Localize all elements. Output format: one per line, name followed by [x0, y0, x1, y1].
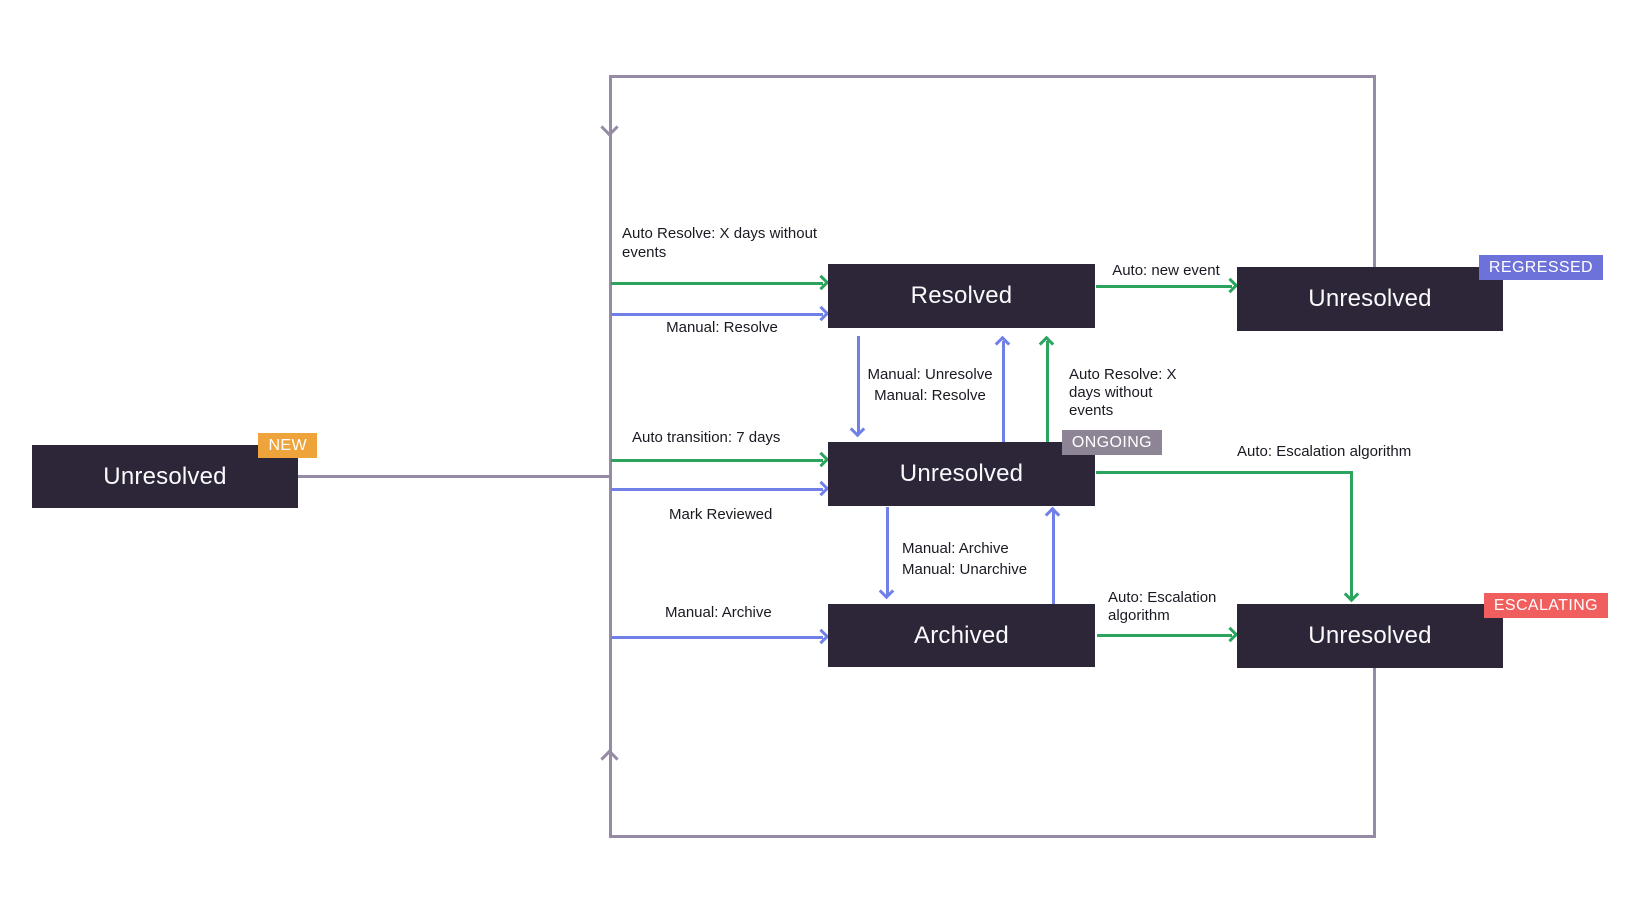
loop-down-arrowhead: [600, 118, 619, 137]
arrowhead: [878, 583, 895, 600]
arrowhead: [1038, 335, 1055, 352]
arrowhead: [994, 335, 1011, 352]
edge-label-auto-escalation-archived: Auto: Escalation algorithm: [1108, 589, 1217, 624]
node-label: Unresolved: [1308, 285, 1432, 312]
node-unresolved-new: Unresolved NEW: [32, 433, 317, 508]
arrowhead: [1222, 626, 1239, 643]
arrowhead: [813, 451, 830, 468]
node-unresolved-regressed: Unresolved REGRESSED: [1237, 255, 1603, 331]
node-label: Unresolved: [1308, 622, 1432, 649]
arrowhead: [813, 628, 830, 645]
loop-left-line: [609, 75, 612, 837]
loop-right-bottom-line: [1373, 667, 1376, 838]
regressed-badge: REGRESSED: [1478, 255, 1603, 280]
edge-auto-escalation-ongoing-hline: [1096, 471, 1353, 474]
loop-up-arrowhead: [600, 749, 619, 768]
edge-auto-escalation-ongoing-vline: [1350, 471, 1353, 599]
arrowhead: [813, 305, 830, 322]
edge-label-manual-resolve-top: Manual: Resolve: [666, 319, 778, 336]
node-unresolved-escalating: Unresolved ESCALATING: [1237, 593, 1608, 668]
edge-auto-resolve-up-line: [1046, 341, 1049, 442]
loop-bottom-line: [609, 835, 1376, 838]
edge-label-manual-archive: Manual: Archive: [665, 604, 772, 621]
edge-label-auto-escalation-ongoing: Auto: Escalation algorithm: [1237, 443, 1412, 460]
edge-label-auto-new-event: Auto: new event: [1112, 262, 1220, 279]
edge-label-mark-reviewed: Mark Reviewed: [669, 506, 773, 523]
loop-right-top-line: [1373, 75, 1376, 269]
node-label: Resolved: [910, 282, 1013, 309]
arrowhead: [1343, 586, 1360, 603]
edge-auto-resolve-top-line: [611, 282, 823, 285]
node-unresolved-ongoing: Unresolved ONGOING: [828, 430, 1162, 506]
arrowhead: [1222, 277, 1239, 294]
edge-manual-archive-left-line: [611, 636, 823, 639]
node-resolved: Resolved: [828, 264, 1095, 328]
edge-auto-new-event-line: [1096, 285, 1232, 288]
node-label: Unresolved: [899, 460, 1024, 487]
new-badge: NEW: [258, 433, 317, 458]
edge-auto-escalation-archived-line: [1097, 634, 1232, 637]
node-archived: Archived: [828, 604, 1095, 667]
edge-manual-unresolve-down-line: [857, 336, 860, 434]
ongoing-badge: ONGOING: [1061, 430, 1162, 455]
edge-label-manual-unresolve-resolve: Manual: Unresolve Manual: Resolve: [867, 366, 993, 404]
edge-manual-archive-down-line: [886, 507, 889, 596]
arrowhead: [813, 274, 830, 291]
edge-manual-unarchive-up-line: [1052, 511, 1055, 657]
edge-label-manual-archive-unarchive: Manual: Archive Manual: Unarchive: [902, 540, 1028, 578]
edge-mark-reviewed-line: [611, 488, 823, 491]
edge-manual-resolve-top-line: [611, 313, 823, 316]
arrowhead: [849, 421, 866, 438]
escalating-badge: ESCALATING: [1483, 593, 1608, 618]
edge-auto-transition-line: [611, 459, 823, 462]
arrowhead: [813, 480, 830, 497]
edge-manual-resolve-up-line: [1002, 341, 1005, 442]
edge-label-auto-resolve-top: Auto Resolve: X days without events: [622, 225, 818, 261]
node-label: Archived: [914, 621, 1009, 649]
arrowhead: [1044, 506, 1061, 523]
node-label: Unresolved: [103, 462, 227, 490]
edge-label-auto-resolve-mid: Auto Resolve: X days without events: [1069, 366, 1177, 419]
edge-label-auto-transition: Auto transition: 7 days: [632, 429, 781, 446]
loop-top-line: [609, 75, 1376, 78]
loop-connector-line: [297, 475, 610, 478]
